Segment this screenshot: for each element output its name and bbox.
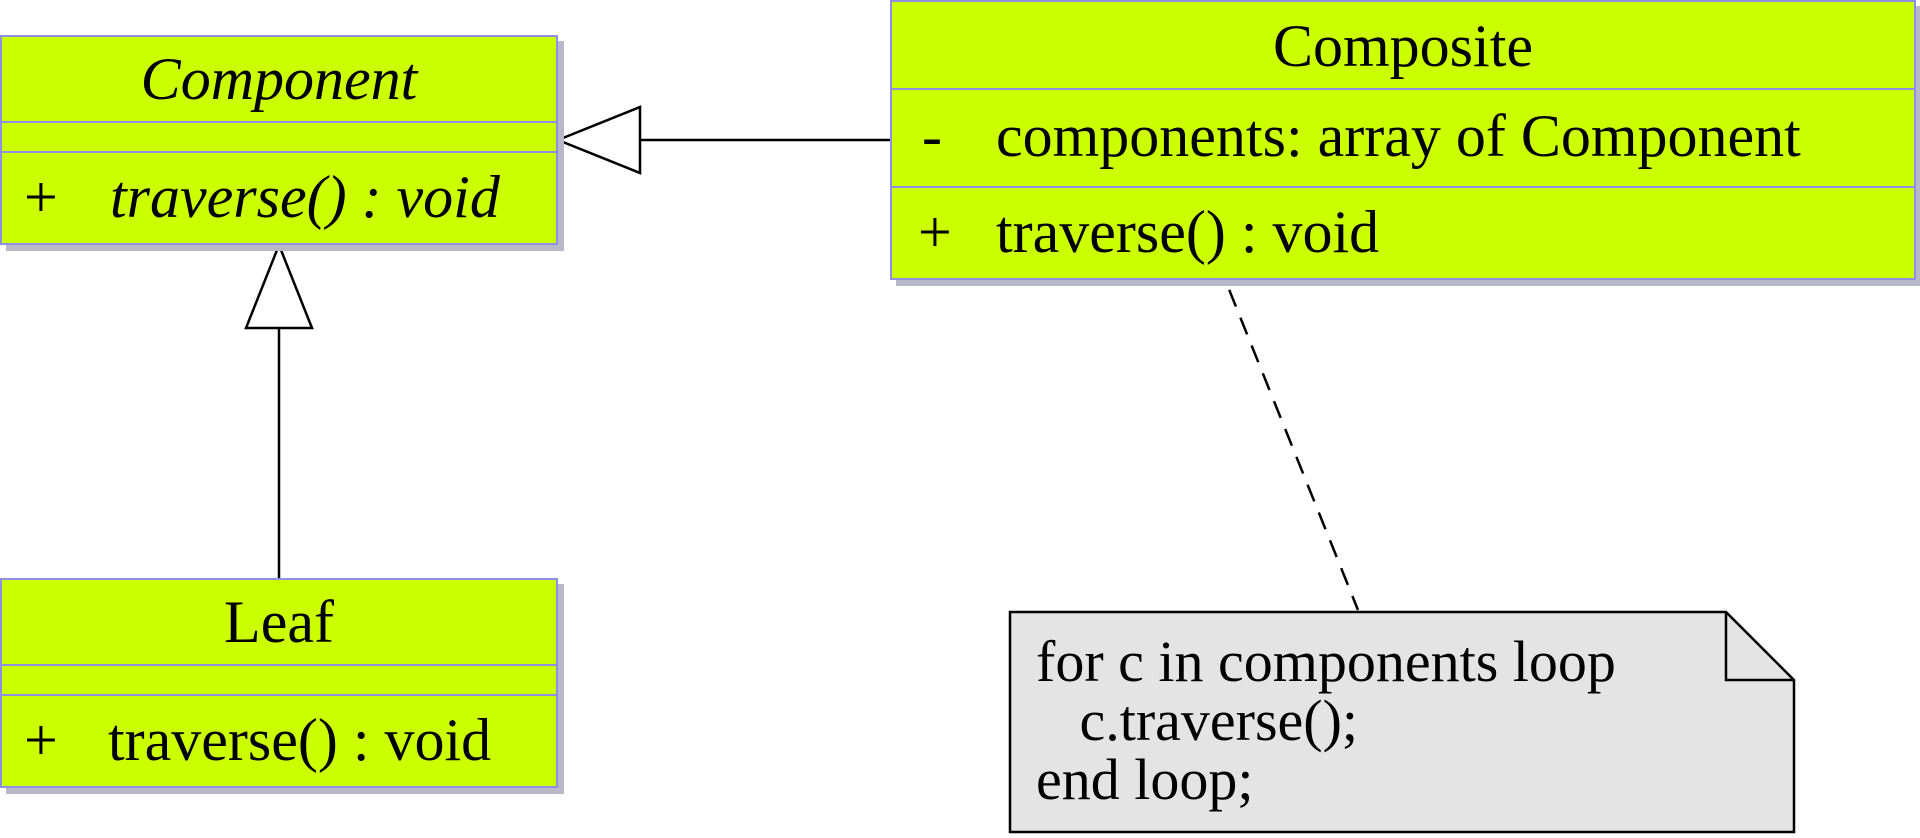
note-line: end loop;: [1036, 747, 1254, 812]
class-name: Leaf: [2, 580, 556, 666]
note-folded-corner: [1724, 612, 1794, 682]
operations-compartment: + traverse() : void: [2, 153, 556, 243]
note-anchor-line: [1216, 261, 1360, 611]
class-composite[interactable]: Composite - components: array of Compone…: [890, 0, 1916, 280]
operation-signature: traverse() : void: [110, 164, 500, 230]
operation-row: + traverse() : void: [2, 153, 556, 243]
class-component[interactable]: Component + traverse() : void: [0, 35, 558, 245]
class-name: Composite: [892, 2, 1914, 90]
visibility-marker: +: [24, 707, 58, 773]
generalization-arrowhead: [554, 105, 642, 175]
class-leaf[interactable]: Leaf + traverse() : void: [0, 578, 558, 788]
operations-compartment: + traverse() : void: [2, 696, 556, 786]
leaf-generalization-edge: [244, 241, 314, 578]
visibility-marker: -: [922, 103, 942, 169]
note[interactable]: for c in components loop c.traverse();en…: [1008, 610, 1796, 834]
visibility-marker: +: [24, 164, 58, 230]
attributes-compartment: - components: array of Component: [892, 90, 1914, 188]
note-shape: [1008, 610, 1796, 834]
composite-generalization-edge: [554, 105, 890, 175]
note-text: for c in components loop c.traverse();en…: [1036, 632, 1616, 809]
operation-signature: traverse() : void: [108, 707, 492, 773]
note-line: c.traverse();: [1036, 688, 1359, 753]
class-name: Component: [2, 37, 556, 123]
operation-row: + traverse() : void: [892, 188, 1914, 278]
operation-signature: traverse() : void: [996, 199, 1380, 265]
generalization-arrowhead: [244, 241, 314, 330]
attributes-compartment: [2, 666, 556, 696]
attribute-row: - components: array of Component: [892, 90, 1914, 186]
visibility-marker: +: [918, 199, 952, 265]
operations-compartment: + traverse() : void: [892, 188, 1914, 278]
attributes-compartment: [2, 123, 556, 153]
note-line: for c in components loop: [1036, 629, 1616, 694]
attribute-signature: components: array of Component: [996, 103, 1801, 169]
operation-row: + traverse() : void: [2, 696, 556, 786]
